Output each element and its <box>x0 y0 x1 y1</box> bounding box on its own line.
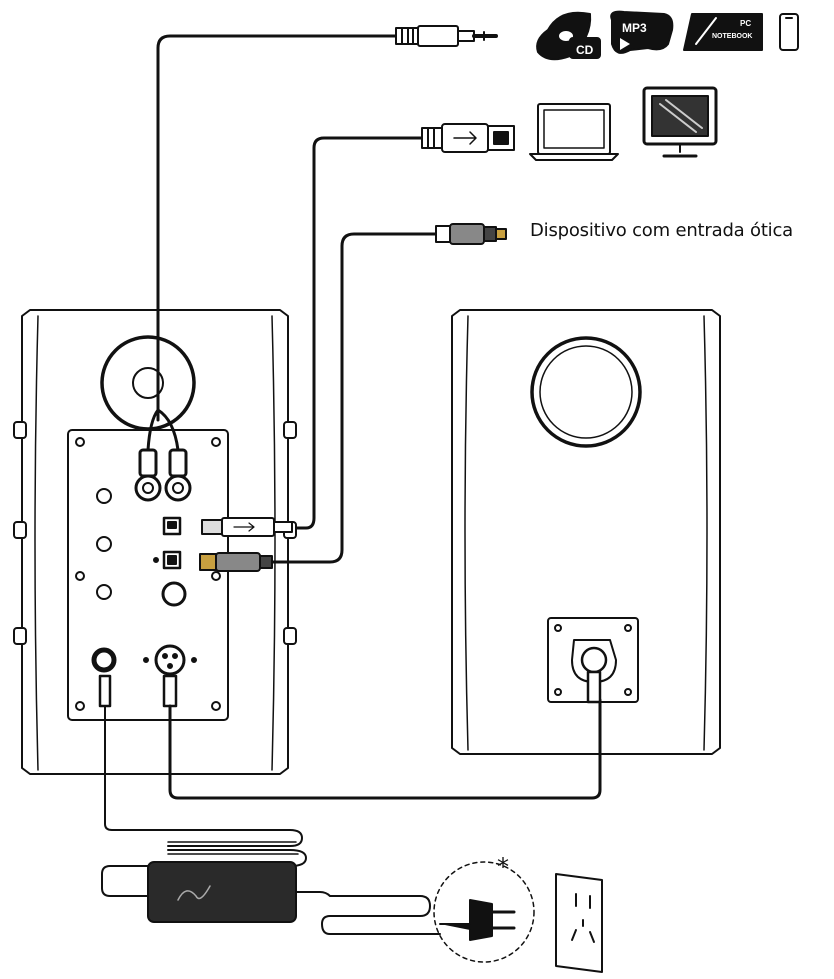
monitor-icon <box>642 86 718 158</box>
usb-cable <box>290 136 424 530</box>
notebook-text: NOTEBOOK <box>712 33 752 40</box>
aux-plug-icon <box>395 25 498 47</box>
wall-outlet-icon <box>555 873 603 973</box>
mp3-text: MP3 <box>622 21 647 35</box>
speaker-link-cable <box>168 698 602 800</box>
power-adapter-icon <box>101 705 441 935</box>
phone-icon <box>779 13 799 51</box>
active-speaker-rear <box>13 309 297 775</box>
mp3-icon: MP3 <box>610 10 674 54</box>
passive-speaker-rear <box>451 309 721 755</box>
optical-plug-icon <box>435 223 507 245</box>
cd-text: CD <box>576 43 594 57</box>
usb-plug-icon <box>421 123 515 153</box>
power-plug-icon <box>433 861 535 963</box>
optical-device-label: Dispositivo com entrada ótica <box>530 220 794 241</box>
optical-cable <box>268 232 438 564</box>
cd-icon: CD <box>536 11 601 61</box>
laptop-icon <box>529 103 619 161</box>
asterisk-note: * <box>497 853 509 881</box>
pc-notebook-icon: PC NOTEBOOK <box>683 13 763 51</box>
pc-text: PC <box>740 19 751 28</box>
aux-cable <box>156 34 398 422</box>
